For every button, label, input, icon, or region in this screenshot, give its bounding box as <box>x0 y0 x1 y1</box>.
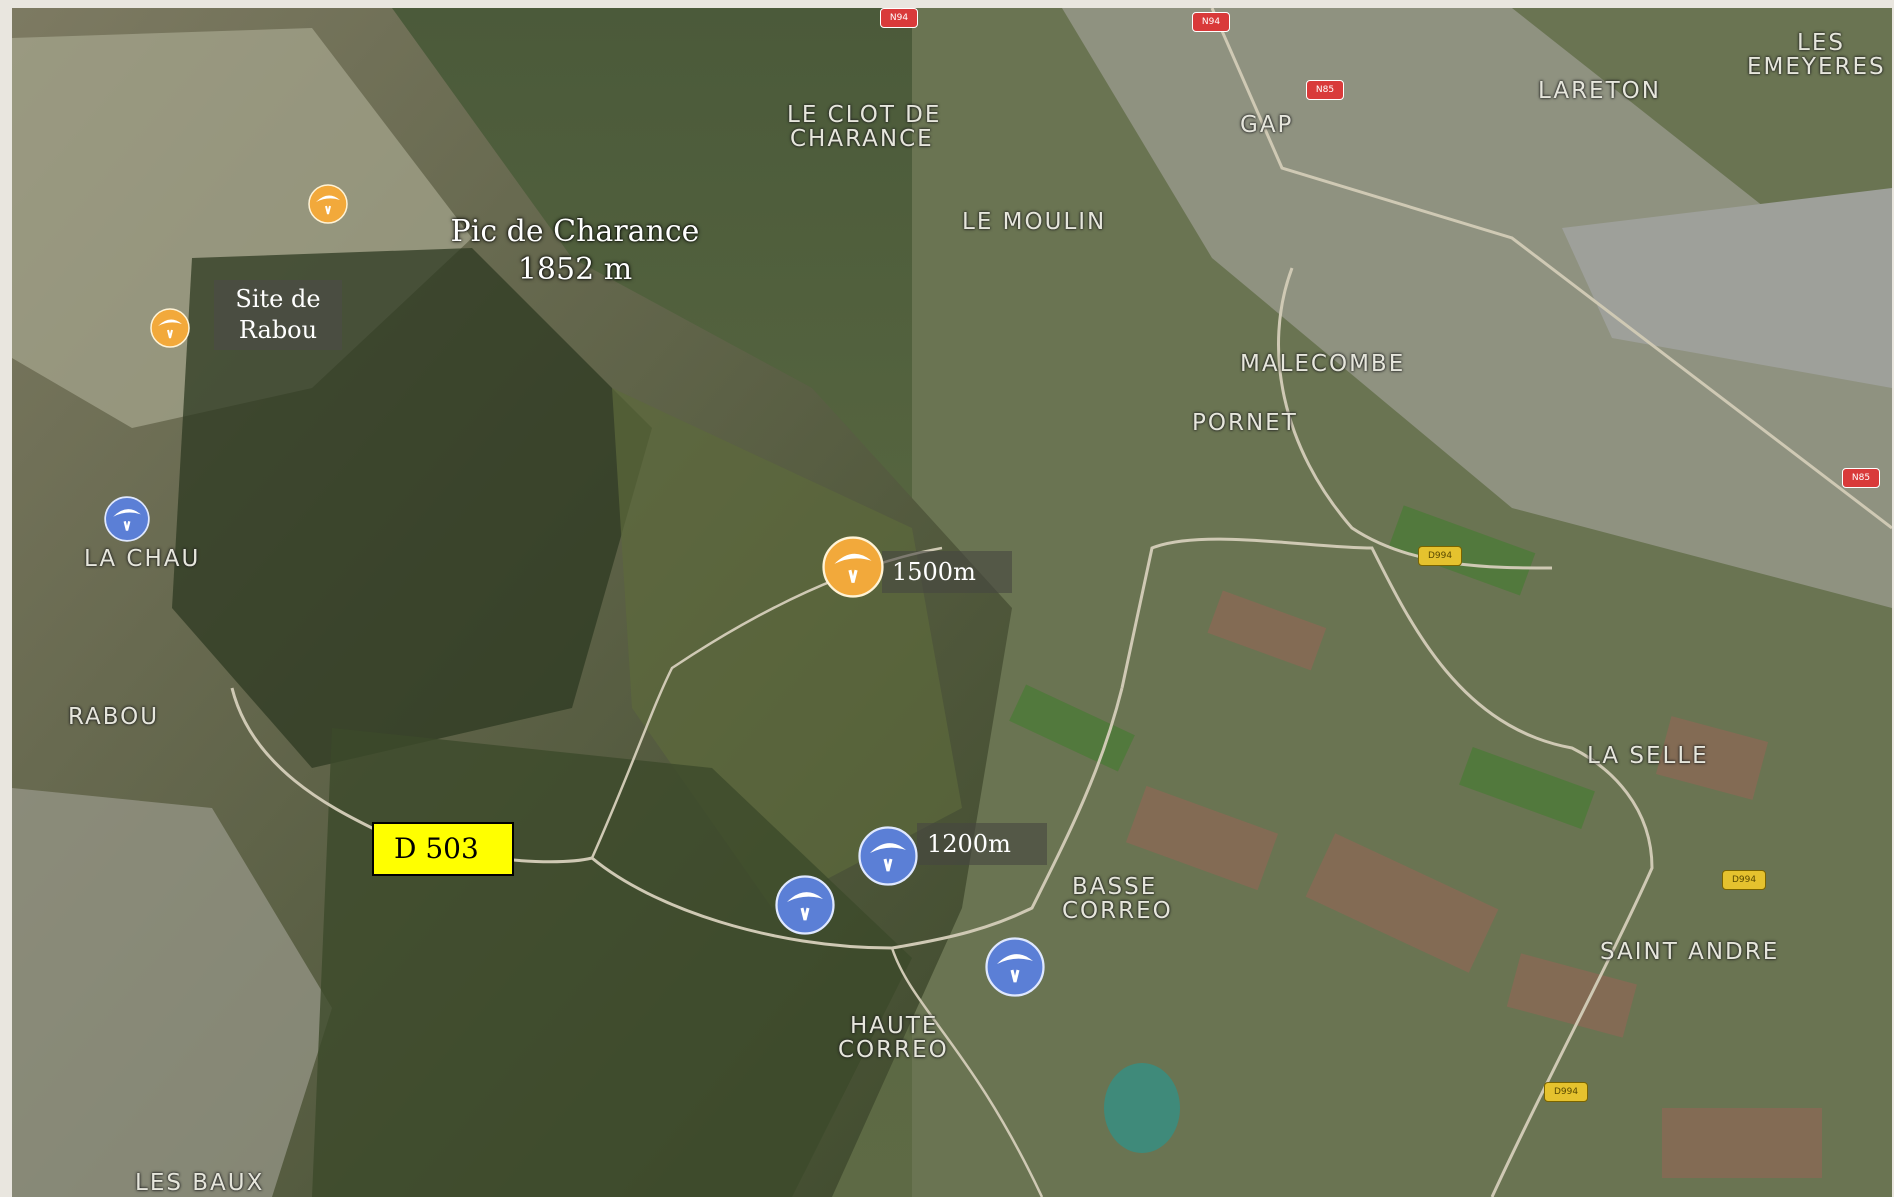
route-shield-d994: D994 <box>1418 546 1462 566</box>
place-charance: Charance <box>790 126 934 152</box>
place-saint-andre: Saint Andre <box>1600 939 1780 965</box>
place-haute-correo: Correo <box>838 1037 949 1063</box>
route-shield-d994: D994 <box>1722 870 1766 890</box>
place-basse-correo: Correo <box>1062 898 1173 924</box>
peak-name: Pic de Charance <box>450 214 700 249</box>
place-haute: Haute <box>850 1013 939 1039</box>
altitude-label-1200: 1200m <box>917 823 1047 865</box>
route-shield-n94: N94 <box>1192 12 1230 32</box>
place-emeyeres: Emeyeres <box>1747 54 1886 80</box>
place-les-baux: Les Baux <box>135 1170 265 1196</box>
blue-paraglider-icon[interactable] <box>104 496 150 542</box>
place-basse: Basse <box>1072 874 1158 900</box>
route-shield-n85: N85 <box>1306 80 1344 100</box>
place-lareton: Lareton <box>1538 78 1661 104</box>
place-le-moulin: Le Moulin <box>962 209 1107 235</box>
place-rabou: Rabou <box>68 704 160 730</box>
place-pornet: Pornet <box>1192 410 1298 436</box>
peak-altitude: 1852 m <box>517 252 633 287</box>
orange-paraglider-icon[interactable] <box>308 184 348 224</box>
blue-paraglider-icon[interactable] <box>858 826 918 886</box>
site-label-line1: Site de <box>235 285 321 313</box>
orange-paraglider-icon[interactable] <box>822 536 884 598</box>
altitude-label-1500: 1500m <box>882 551 1012 593</box>
blue-paraglider-icon[interactable] <box>775 875 835 935</box>
route-shield-n94: N94 <box>880 8 918 28</box>
satellite-map[interactable]: Le Clot De Charance Le Moulin Gap Lareto… <box>12 8 1892 1197</box>
place-le-clot-de: Le Clot De <box>787 102 942 128</box>
place-malecombe: Malecombe <box>1240 351 1406 377</box>
road-label-d503: D 503 <box>372 822 514 876</box>
route-shield-d994: D994 <box>1544 1082 1588 1102</box>
site-label-box: Site de Rabou <box>214 280 342 350</box>
peak-label: Pic de Charance 1852 m <box>430 213 720 289</box>
route-shield-n85: N85 <box>1842 468 1880 488</box>
place-les: Les <box>1797 30 1845 56</box>
orange-paraglider-icon[interactable] <box>150 308 190 348</box>
terrain-layer <box>12 8 1892 1197</box>
place-la-chau: La Chau <box>84 546 201 572</box>
blue-paraglider-icon[interactable] <box>985 937 1045 997</box>
site-label-line2: Rabou <box>238 316 318 344</box>
place-la-selle: La Selle <box>1587 743 1709 769</box>
place-gap: Gap <box>1240 112 1294 138</box>
